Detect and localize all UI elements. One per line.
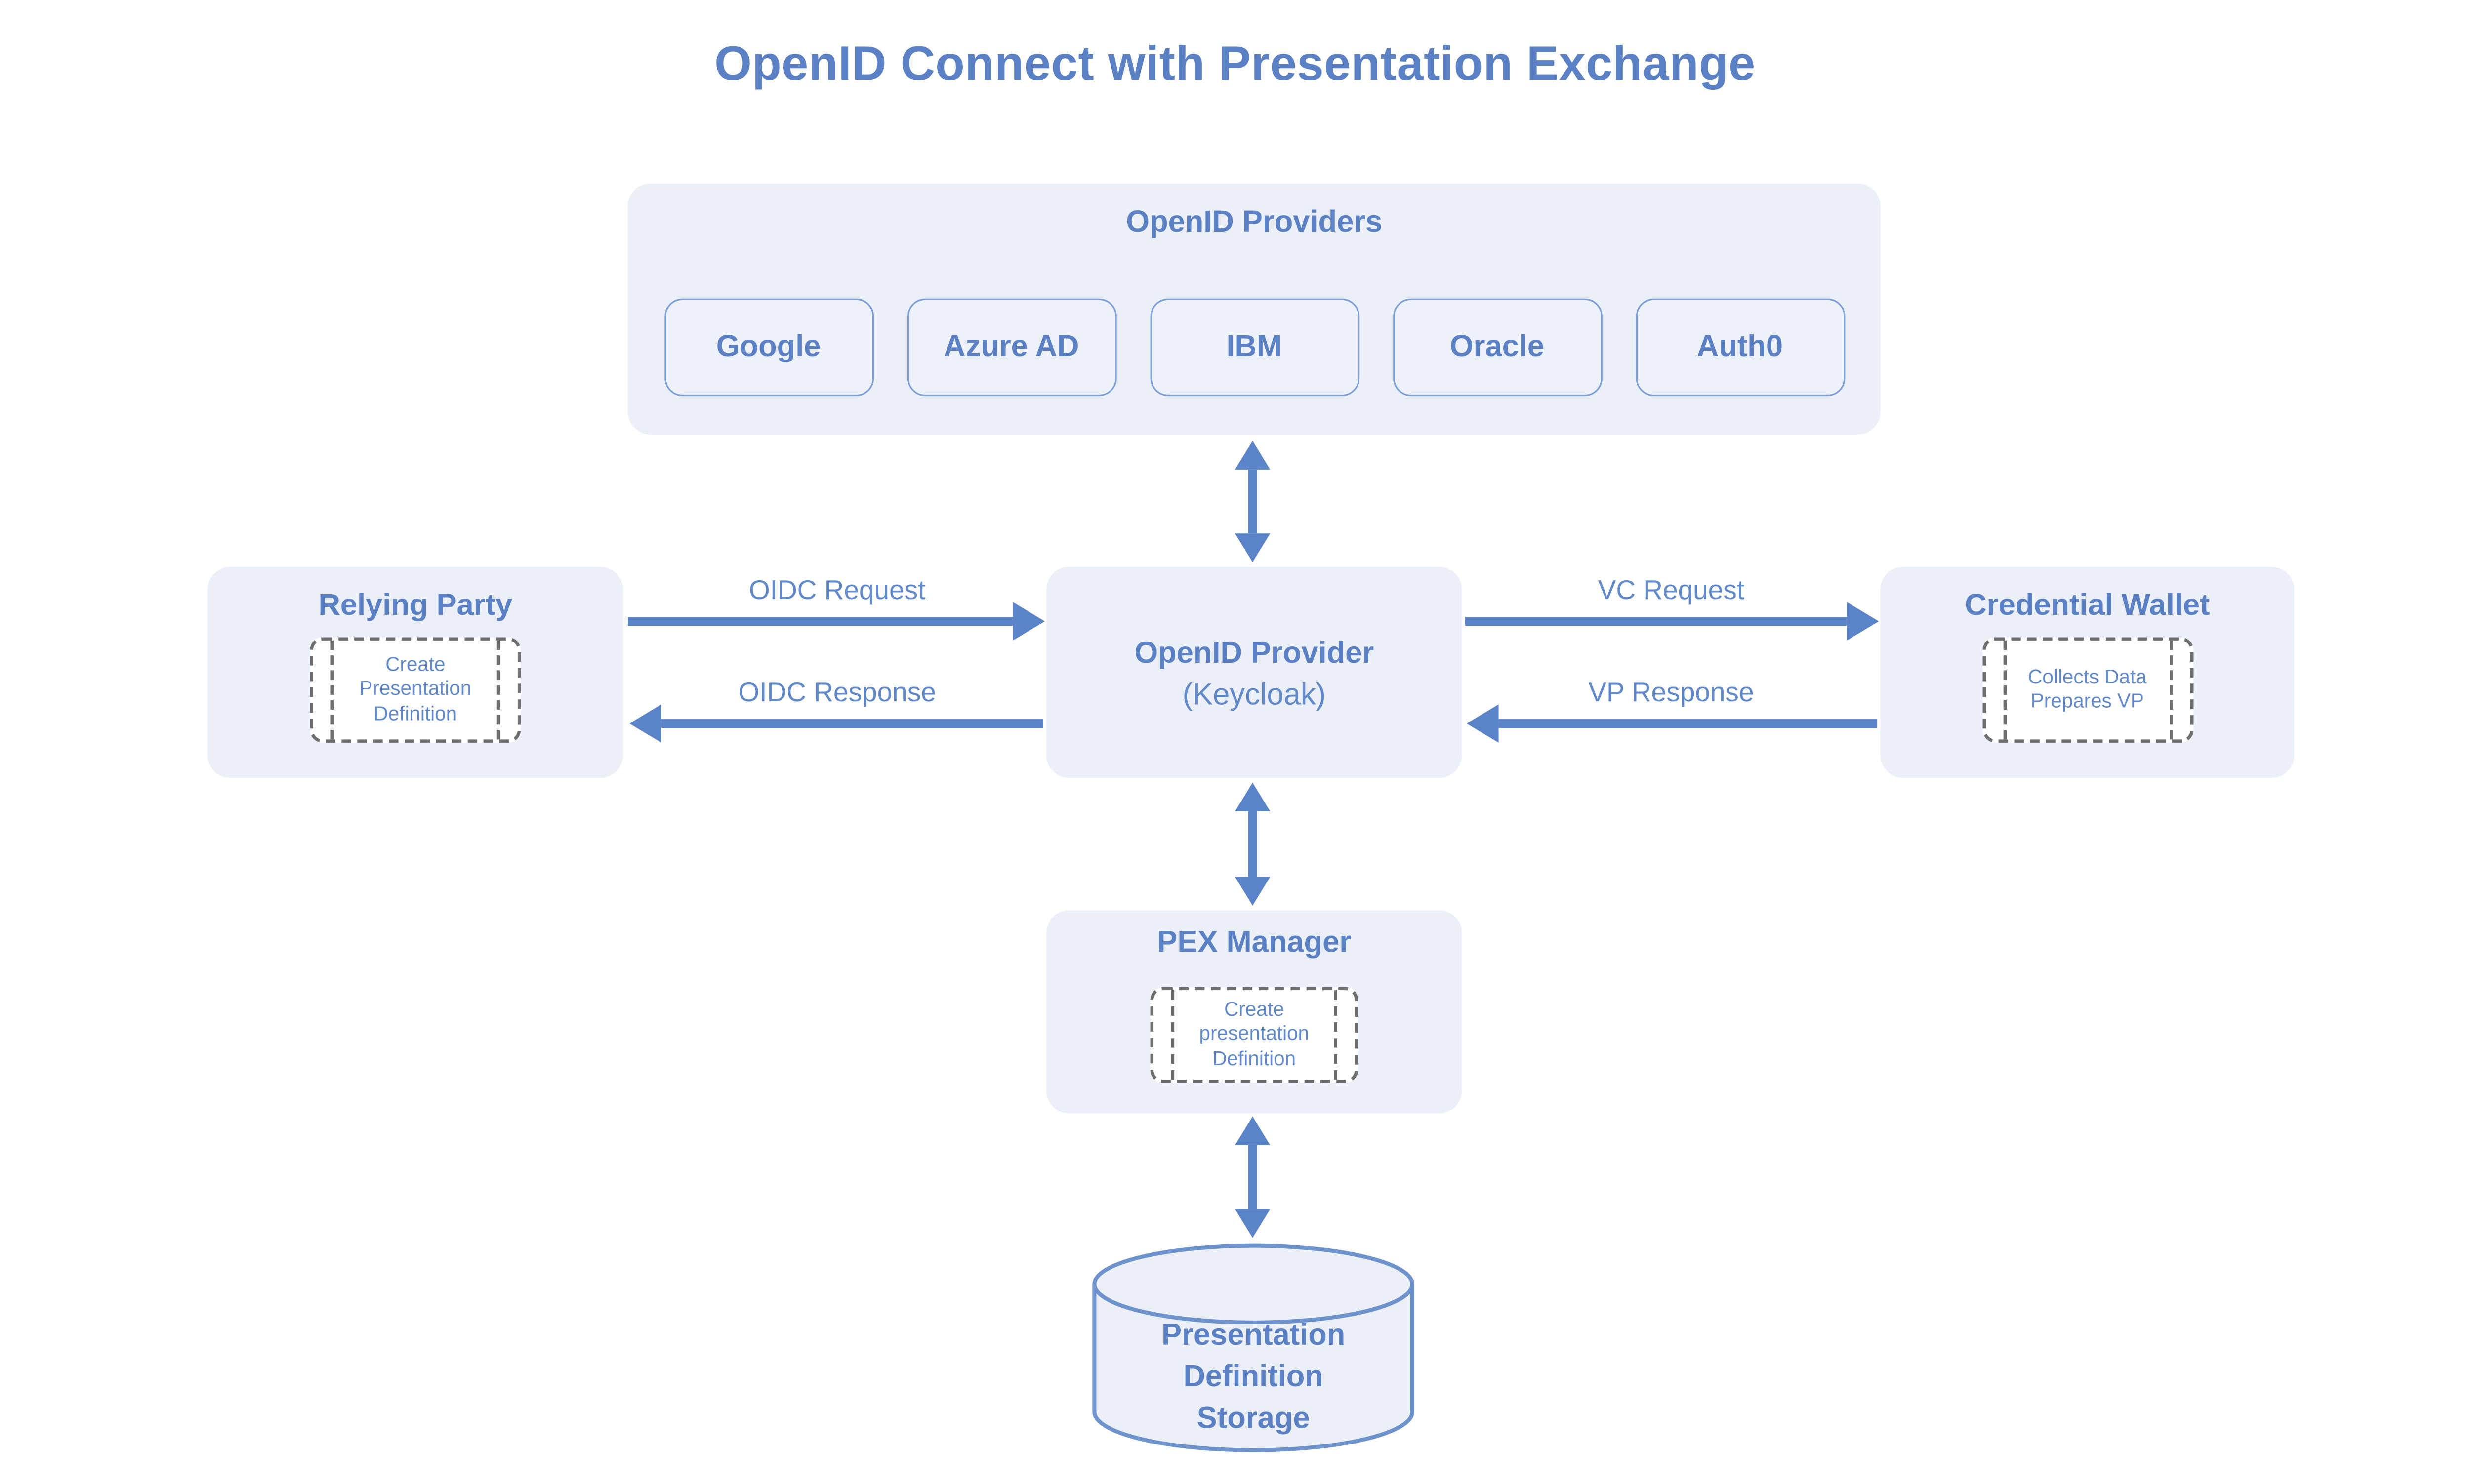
process-line: Collects Data bbox=[2028, 665, 2147, 688]
process-line: Prepares VP bbox=[2030, 690, 2144, 713]
provider-google: Google bbox=[663, 298, 873, 397]
oidc-request-label: OIDC Request bbox=[748, 575, 926, 605]
process-line: Definition bbox=[373, 702, 457, 725]
providers-panel-label: OpenID Providers bbox=[1126, 206, 1383, 240]
database-cylinder-icon bbox=[1092, 1243, 1415, 1452]
openid-providers-panel: OpenID Providers Google Azure AD IBM Ora… bbox=[628, 183, 1881, 435]
relying-party-node: Relying Party Create Presentation Defini… bbox=[207, 567, 623, 778]
create-presentation-definition-process: Create Presentation Definition bbox=[310, 637, 521, 743]
process-line: Presentation bbox=[359, 678, 472, 700]
oidc-response-label: OIDC Response bbox=[738, 677, 936, 708]
openid-provider-subtitle: (Keycloak) bbox=[1182, 678, 1326, 712]
vc-request-arrow bbox=[1465, 602, 1879, 641]
credential-wallet-node: Credential Wallet Collects Data Prepares… bbox=[1880, 567, 2295, 778]
storage-line: Presentation bbox=[1161, 1319, 1346, 1353]
provider-auth0: Auth0 bbox=[1635, 298, 1845, 397]
pex-manager-title: PEX Manager bbox=[1157, 926, 1352, 960]
pex-storage-arrow bbox=[1235, 1116, 1271, 1238]
create-presentation-definition-process-pex: Create presentation Definition bbox=[1150, 987, 1358, 1083]
openid-provider-node: OpenID Provider (Keycloak) bbox=[1046, 567, 1462, 778]
presentation-definition-storage-node: Presentation Definition Storage bbox=[1091, 1243, 1416, 1453]
storage-line: Storage bbox=[1196, 1402, 1310, 1436]
relying-party-title: Relying Party bbox=[318, 589, 513, 623]
oidc-response-arrow bbox=[629, 704, 1043, 743]
provider-azure-ad: Azure AD bbox=[906, 298, 1116, 397]
provider-oracle: Oracle bbox=[1392, 298, 1602, 397]
vp-response-arrow bbox=[1466, 704, 1878, 743]
process-line: Definition bbox=[1212, 1047, 1296, 1070]
providers-row: Google Azure AD IBM Oracle Auth0 bbox=[628, 298, 1881, 397]
pex-manager-node: PEX Manager Create presentation Definiti… bbox=[1046, 910, 1462, 1114]
process-line: presentation bbox=[1199, 1022, 1310, 1045]
vc-request-label: VC Request bbox=[1598, 575, 1745, 605]
storage-line: Definition bbox=[1183, 1361, 1323, 1395]
process-line: Create bbox=[1224, 998, 1284, 1020]
provider-pex-arrow bbox=[1235, 782, 1271, 906]
process-line: Create bbox=[385, 652, 446, 676]
page-title: OpenID Connect with Presentation Exchang… bbox=[714, 38, 1756, 91]
credential-wallet-title: Credential Wallet bbox=[1965, 589, 2210, 623]
collects-data-prepares-vp-process: Collects Data Prepares VP bbox=[1981, 637, 2193, 743]
oidc-request-arrow bbox=[628, 602, 1045, 641]
providers-provider-arrow bbox=[1235, 441, 1271, 562]
vp-response-label: VP Response bbox=[1588, 677, 1754, 708]
openid-provider-title: OpenID Provider bbox=[1134, 637, 1374, 671]
provider-ibm: IBM bbox=[1149, 298, 1359, 397]
